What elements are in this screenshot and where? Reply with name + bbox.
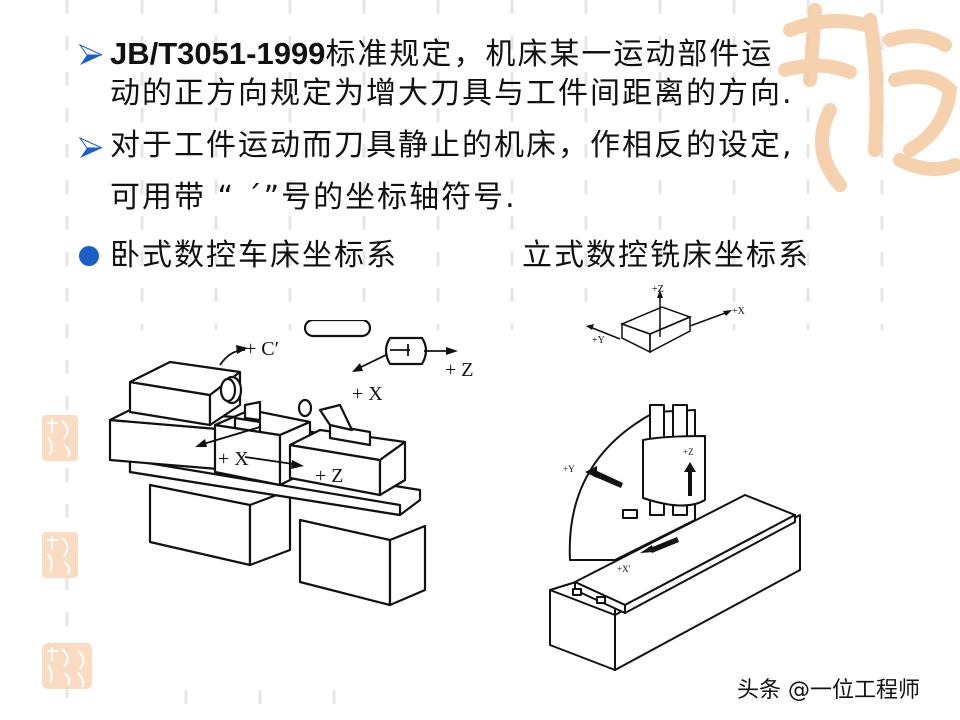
label-x: +X bbox=[732, 306, 746, 317]
bullet-2-line-2: 可用带 “ ´”号的坐标轴符号. bbox=[110, 180, 517, 215]
label-z: +Z bbox=[652, 284, 664, 295]
vertical-mill-diagram: +Z +Y +X′ bbox=[549, 404, 801, 671]
horizontal-lathe-diagram: + C′ + Z + X + X + Z bbox=[108, 320, 474, 607]
mill-axes-diagram: +Z +X +Y bbox=[586, 284, 746, 354]
decorative-seal-small bbox=[42, 643, 92, 689]
label-x-carriage: + X bbox=[218, 448, 249, 470]
decorative-seal-large bbox=[778, 3, 960, 192]
label-c-prime: + C′ bbox=[245, 338, 279, 360]
bullet-2-line-1: 对于工件运动而刀具静止的机床，作相反的设定, bbox=[110, 128, 794, 163]
arrowhead-bullet-icon bbox=[78, 44, 103, 65]
label-x-prime: +X′ bbox=[617, 564, 631, 574]
decorative-seal-small bbox=[42, 532, 78, 578]
mill-caption: 立式数控铣床坐标系 bbox=[522, 238, 810, 273]
standard-code: JB/T3051-1999 bbox=[110, 36, 326, 71]
bullet-1-line-1: JB/T3051-1999标准规定，机床某一运动部件运 bbox=[110, 36, 774, 72]
circle-bullet-icon bbox=[79, 246, 99, 266]
bullet-1-line-2: 动的正方向规定为增大刀具与工件间距离的方向. bbox=[110, 76, 794, 111]
label-y: +Y bbox=[563, 464, 575, 474]
label-y: +Y bbox=[592, 335, 605, 346]
label-x-top: + X bbox=[352, 383, 383, 405]
decorative-seal-small bbox=[42, 415, 78, 461]
label-z-top: + Z bbox=[445, 359, 474, 381]
label-z-carriage: + Z bbox=[315, 465, 344, 487]
lathe-caption: 卧式数控车床坐标系 bbox=[110, 238, 398, 273]
label-z: +Z bbox=[683, 447, 694, 457]
arrowhead-bullet-icon bbox=[78, 137, 103, 158]
source-watermark: 头条 @一位工程师 bbox=[737, 678, 920, 703]
